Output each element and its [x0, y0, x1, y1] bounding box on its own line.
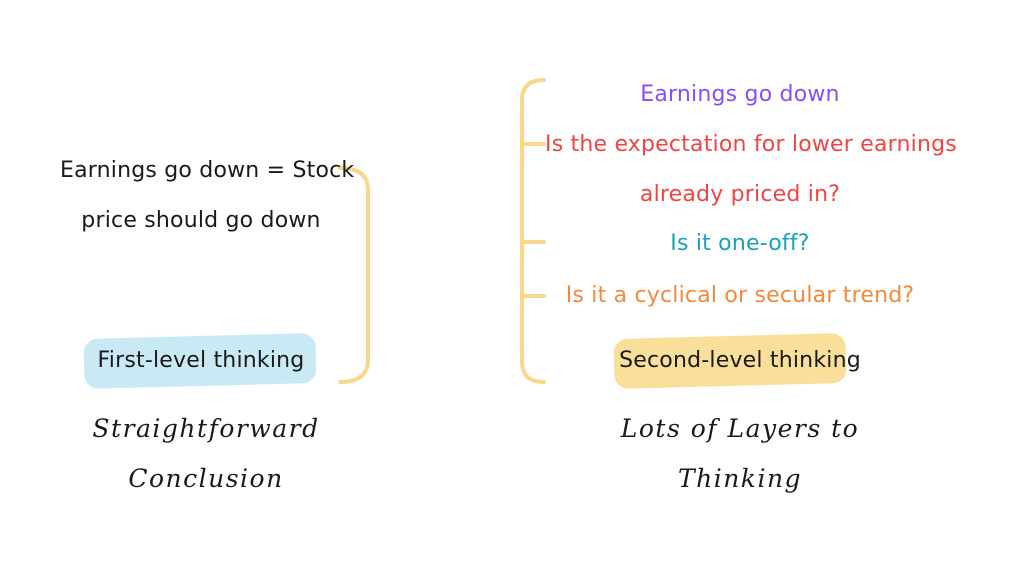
left-statement-line2: price should go down — [81, 208, 321, 233]
left-caption-line1: Straightforward — [92, 414, 320, 443]
right-caption-line2: Thinking — [677, 464, 803, 493]
right-item-4: Is it one-off? — [670, 231, 810, 256]
first-level-label: First-level thinking — [97, 348, 305, 373]
right-item-1: Earnings go down — [640, 82, 840, 107]
right-bracket — [520, 78, 546, 384]
right-item-2: Is the expectation for lower earnings — [545, 132, 957, 157]
right-item-3: already priced in? — [639, 182, 841, 207]
second-level-label: Second-level thinking — [619, 348, 861, 373]
right-item-5: Is it a cyclical or secular trend? — [565, 283, 915, 308]
right-caption-line1: Lots of Layers to — [620, 414, 860, 443]
left-caption-line2: Conclusion — [128, 464, 284, 493]
left-statement-line1: Earnings go down = Stock — [60, 158, 355, 183]
left-curly-bracket — [338, 166, 370, 384]
